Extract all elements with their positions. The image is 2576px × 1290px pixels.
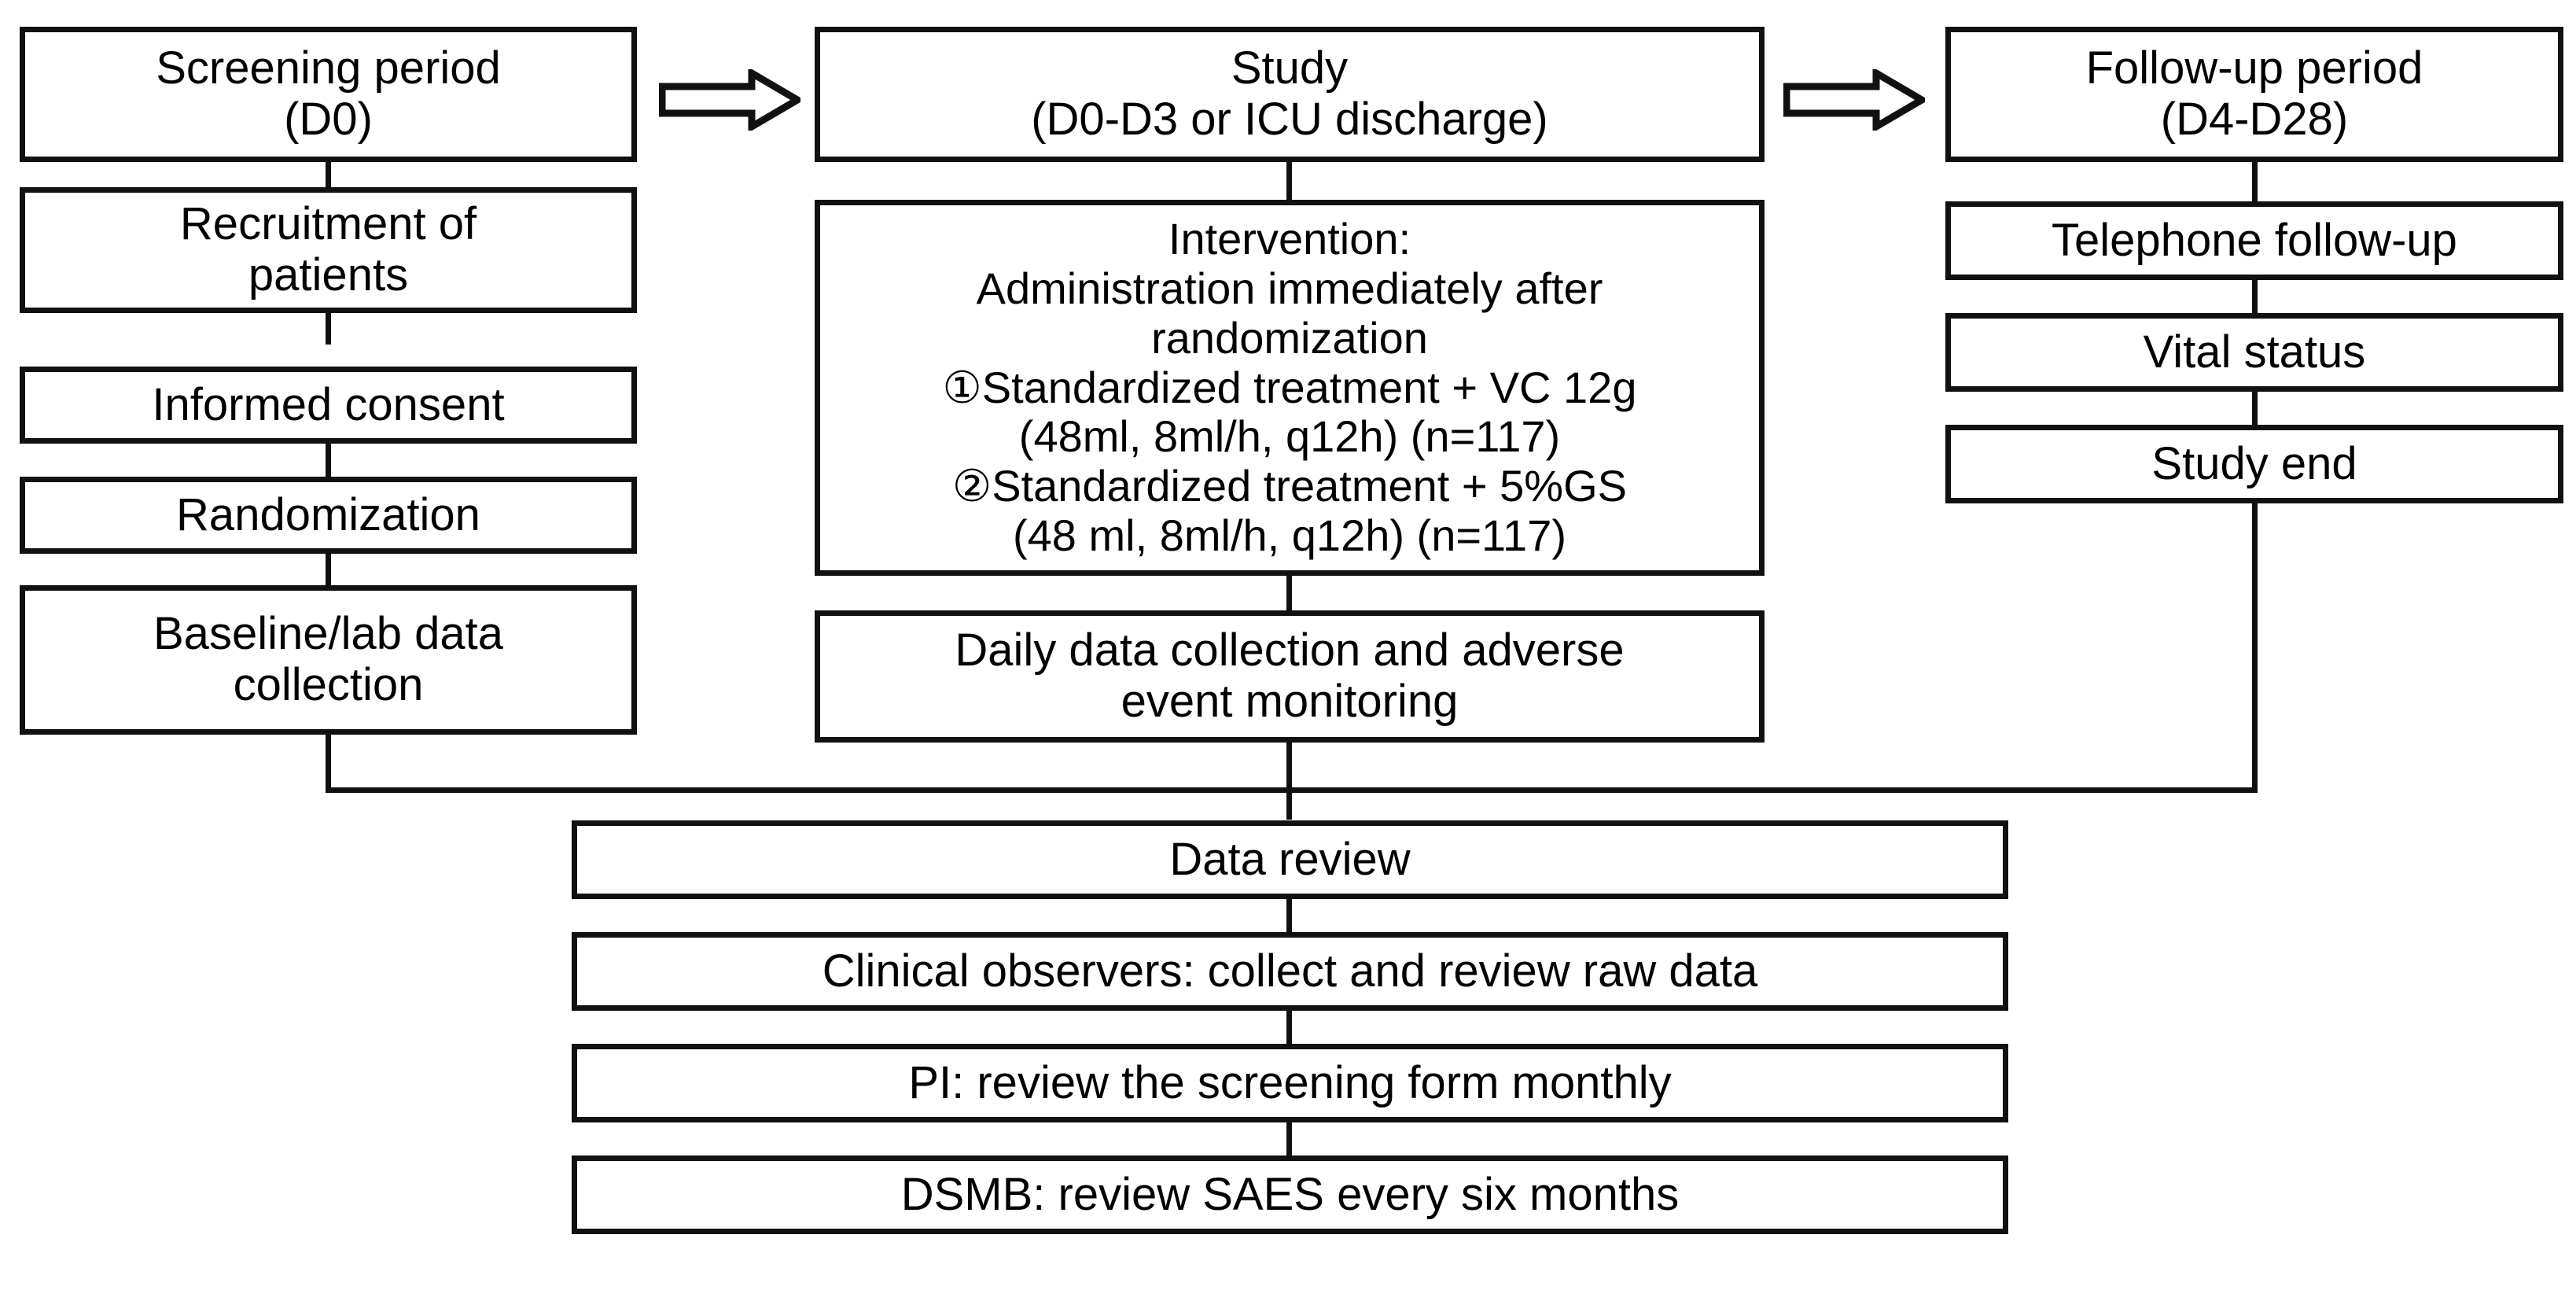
node-screening-period-label: Screening period (D0) xyxy=(156,42,501,145)
connector-followup-to-telephone xyxy=(2252,162,2258,203)
node-clinical-observers-label: Clinical observers: collect and review r… xyxy=(822,945,1758,997)
node-clinical-observers: Clinical observers: collect and review r… xyxy=(572,932,2008,1011)
connector-screening-bus-horizontal xyxy=(326,787,1289,793)
node-recruitment: Recruitment of patients xyxy=(20,187,637,313)
node-intervention: Intervention: Administration immediately… xyxy=(815,200,1765,576)
connector-monitoring-to-data-review xyxy=(1286,743,1292,820)
node-followup-period-label: Follow-up period (D4-D28) xyxy=(2085,42,2423,145)
connector-consent-to-randomization xyxy=(326,444,331,478)
arrow-study-to-followup xyxy=(1783,69,1925,131)
connector-followup-column-drop xyxy=(2252,503,2258,793)
node-randomization-label: Randomization xyxy=(176,488,480,540)
connector-screening-column-drop xyxy=(326,732,331,793)
connector-screening-to-recruitment xyxy=(326,162,331,189)
connector-recruitment-to-consent xyxy=(326,313,331,345)
node-data-review-label: Data review xyxy=(1169,833,1411,885)
node-study-end-label: Study end xyxy=(2151,437,2357,489)
node-dsmb-review-label: DSMB: review SAES every six months xyxy=(900,1168,1680,1220)
connector-vital-to-study-end xyxy=(2252,392,2258,426)
node-study-period: Study (D0-D3 or ICU discharge) xyxy=(815,27,1765,162)
node-screening-period: Screening period (D0) xyxy=(20,27,637,162)
node-informed-consent-label: Informed consent xyxy=(152,378,505,430)
node-followup-period: Follow-up period (D4-D28) xyxy=(1945,27,2563,162)
connector-study-to-intervention xyxy=(1286,162,1292,203)
connector-randomization-to-baseline xyxy=(326,554,331,587)
connector-intervention-to-monitoring xyxy=(1286,576,1292,614)
node-pi-review-label: PI: review the screening form monthly xyxy=(908,1056,1672,1108)
node-baseline-data: Baseline/lab data collection xyxy=(20,585,637,735)
node-telephone-followup: Telephone follow-up xyxy=(1945,201,2563,280)
node-dsmb-review: DSMB: review SAES every six months xyxy=(572,1155,2008,1234)
connector-observers-to-pi xyxy=(1286,1011,1292,1045)
node-pi-review: PI: review the screening form monthly xyxy=(572,1044,2008,1122)
node-vital-status: Vital status xyxy=(1945,313,2563,392)
node-study-end: Study end xyxy=(1945,425,2563,503)
node-data-review: Data review xyxy=(572,820,2008,899)
connector-data-review-to-observers xyxy=(1286,899,1292,934)
node-baseline-data-label: Baseline/lab data collection xyxy=(153,608,503,710)
node-intervention-label: Intervention: Administration immediately… xyxy=(942,214,1637,560)
node-telephone-followup-label: Telephone follow-up xyxy=(2052,214,2457,266)
node-randomization: Randomization xyxy=(20,477,637,554)
node-study-period-label: Study (D0-D3 or ICU discharge) xyxy=(1031,42,1548,145)
arrow-screening-to-study xyxy=(659,69,800,131)
node-informed-consent: Informed consent xyxy=(20,367,637,444)
connector-pi-to-dsmb xyxy=(1286,1122,1292,1157)
node-vital-status-label: Vital status xyxy=(2143,326,2366,378)
node-daily-monitoring: Daily data collection and adverse event … xyxy=(815,610,1765,743)
node-daily-monitoring-label: Daily data collection and adverse event … xyxy=(955,625,1625,727)
connector-followup-bus-horizontal xyxy=(1286,787,2258,793)
node-recruitment-label: Recruitment of patients xyxy=(179,198,477,300)
connector-telephone-to-vital xyxy=(2252,280,2258,315)
